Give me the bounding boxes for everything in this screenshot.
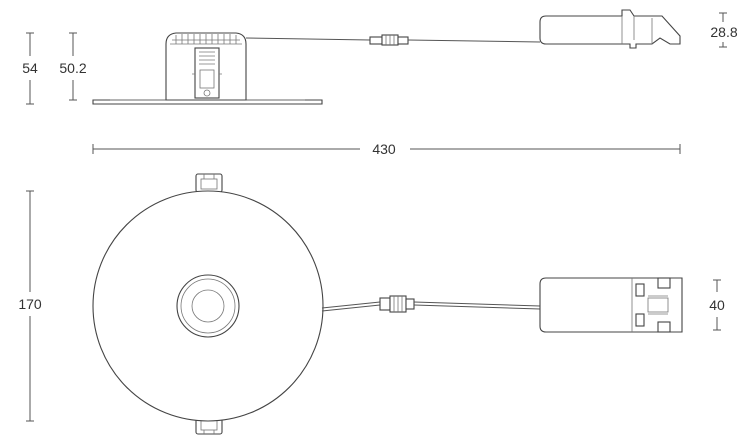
dim-label-170: 170 bbox=[18, 296, 42, 312]
dim-label-430: 430 bbox=[372, 141, 396, 157]
dim-driver-height: 28.8 bbox=[710, 12, 738, 48]
side-driver bbox=[539, 9, 681, 49]
dim-label-50-2: 50.2 bbox=[59, 60, 86, 76]
dim-diameter: 170 bbox=[18, 190, 42, 422]
fixture-lens bbox=[176, 274, 240, 338]
dim-label-40: 40 bbox=[709, 297, 725, 313]
dim-overall-length: 430 bbox=[92, 141, 681, 157]
side-cable bbox=[245, 37, 371, 41]
top-driver bbox=[539, 277, 683, 333]
dim-label-54: 54 bbox=[22, 60, 38, 76]
dim-label-28-8: 28.8 bbox=[710, 24, 737, 40]
side-spring-clip bbox=[192, 47, 222, 99]
top-connector bbox=[379, 295, 415, 313]
side-connector bbox=[369, 34, 409, 46]
dim-side-total-height: 54 bbox=[22, 32, 38, 105]
dim-driver-width: 40 bbox=[709, 279, 725, 331]
side-view: 54 50.2 bbox=[22, 9, 738, 105]
side-flange bbox=[92, 99, 323, 105]
side-heatsink-fins bbox=[170, 34, 242, 45]
dim-side-body-height: 50.2 bbox=[59, 32, 87, 101]
top-view: 170 bbox=[18, 173, 725, 435]
top-spring-clip bbox=[195, 173, 223, 193]
top-cable bbox=[321, 301, 381, 309]
